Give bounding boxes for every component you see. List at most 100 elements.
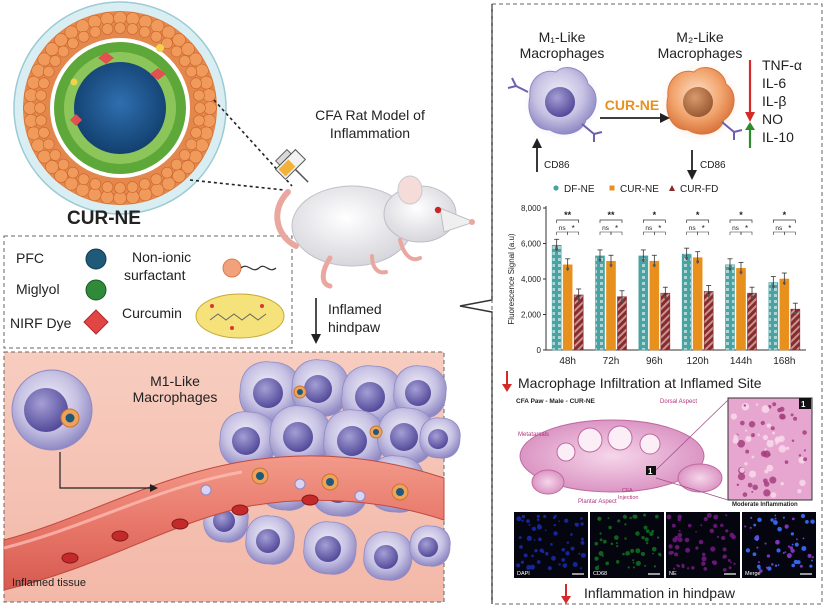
connector-line xyxy=(189,179,285,191)
histology-cfa: CFA xyxy=(622,488,633,494)
significance-bracket xyxy=(567,231,579,235)
data-point xyxy=(782,281,786,285)
data-point xyxy=(771,285,775,288)
y-tick-label: 2,000 xyxy=(521,311,542,320)
miglyol-icon xyxy=(85,279,107,301)
x-tick-label: 72h xyxy=(603,356,620,367)
significance-bracket xyxy=(686,231,698,235)
significance-bracket xyxy=(729,219,753,223)
histology-injection: Injection xyxy=(618,495,639,501)
legend-label-pfc: PFC xyxy=(16,250,44,266)
hindpaw-line1: Inflamed xyxy=(328,301,382,317)
rat-model-line1: CFA Rat Model of xyxy=(315,107,425,123)
footer-text: Inflammation in hindpaw xyxy=(584,585,736,601)
significance-label: * xyxy=(783,210,787,220)
bar xyxy=(747,292,757,351)
polarization-diagram xyxy=(507,62,743,180)
significance-bracket xyxy=(729,231,742,235)
legend-entry: CUR-NE xyxy=(620,184,659,195)
significance-bracket xyxy=(686,219,710,223)
legend-label-surfactant: surfactant xyxy=(124,267,186,283)
significance-label: * xyxy=(745,224,748,233)
significance-bracket xyxy=(654,231,666,235)
data-point xyxy=(685,256,689,260)
data-point xyxy=(609,263,613,267)
histology-inset-marker: 1 xyxy=(801,400,806,409)
significance-bracket xyxy=(772,219,796,223)
histology-moderate: Moderate Inflammation xyxy=(732,502,798,508)
histology-plantar: Plantar Aspect xyxy=(578,499,617,505)
if-panel-label: NE xyxy=(669,571,677,577)
nanoemulsion-droplet xyxy=(13,1,227,215)
surfactant-icon xyxy=(222,258,242,278)
bar xyxy=(779,278,790,351)
significance-label: ns xyxy=(645,225,653,232)
m2-label-line2: Macrophages xyxy=(658,45,743,61)
bar xyxy=(790,308,801,351)
bar xyxy=(725,264,735,351)
legend-label-curcumin: Curcumin xyxy=(122,305,182,321)
significance-label: ns xyxy=(559,225,567,232)
cytokine-down-label: IL-6 xyxy=(762,75,786,91)
inflamed-tissue-panel xyxy=(3,351,461,603)
bar xyxy=(660,292,671,351)
significance-label: * xyxy=(702,224,705,233)
significance-label: * xyxy=(739,210,743,220)
bar xyxy=(573,294,584,351)
agent-label: CUR-NE xyxy=(605,97,659,113)
significance-bracket xyxy=(697,231,709,235)
data-point xyxy=(696,260,700,264)
if-panel-label: DAPI xyxy=(517,571,530,577)
tissue-label: Inflamed tissue xyxy=(12,577,86,589)
bar xyxy=(617,296,627,351)
histology-metatarsals: Metatarsals xyxy=(518,432,549,438)
histology-dorsal: Dorsal Aspect xyxy=(660,399,697,405)
significance-bracket xyxy=(773,231,785,235)
y-tick-label: 6,000 xyxy=(521,240,542,249)
marker-up-label: CD86 xyxy=(544,160,570,171)
m1-label-line2: Macrophages xyxy=(520,45,605,61)
histology-title: CFA Paw - Male - CUR-NE xyxy=(516,398,596,405)
m2-label-line1: M₂-Like xyxy=(676,29,724,45)
data-point xyxy=(620,299,624,303)
significance-label: * xyxy=(658,224,661,233)
significance-label: ns xyxy=(602,225,610,232)
x-tick-label: 168h xyxy=(773,356,795,367)
cytokine-up-label: IL-10 xyxy=(762,129,794,145)
significance-bracket xyxy=(556,219,580,223)
bar xyxy=(595,255,605,351)
data-point xyxy=(577,297,581,301)
data-point xyxy=(652,263,656,267)
bar xyxy=(692,257,703,351)
significance-label: ** xyxy=(607,210,615,220)
significance-label: ns xyxy=(775,225,783,232)
y-axis-label: Fluorescence Signal (a.u) xyxy=(507,233,516,324)
legend-label-miglyol: Miglyol xyxy=(16,281,60,297)
significance-label: ns xyxy=(689,225,697,232)
legend-marker xyxy=(609,185,615,191)
legend-marker xyxy=(553,185,559,191)
histology-inset xyxy=(727,397,813,501)
significance-bracket xyxy=(643,231,655,235)
histology-marker: 1 xyxy=(648,467,653,476)
data-point xyxy=(663,295,667,299)
significance-label: ns xyxy=(732,225,740,232)
bar xyxy=(768,282,779,351)
rat-model-line2: Inflammation xyxy=(330,125,410,141)
legend-box: PFC Miglyol NIRF Dye Non-ionic surfactan… xyxy=(3,235,293,349)
significance-label: ** xyxy=(564,210,572,220)
nanoemulsion-title: CUR-NE xyxy=(67,208,141,229)
data-point xyxy=(555,247,559,251)
if-panel xyxy=(742,512,816,578)
significance-label: * xyxy=(615,224,618,233)
significance-bracket xyxy=(556,231,568,235)
bar xyxy=(736,268,746,351)
curcumin-icon xyxy=(195,293,285,339)
y-tick-label: 0 xyxy=(537,346,542,355)
bar xyxy=(703,291,714,351)
